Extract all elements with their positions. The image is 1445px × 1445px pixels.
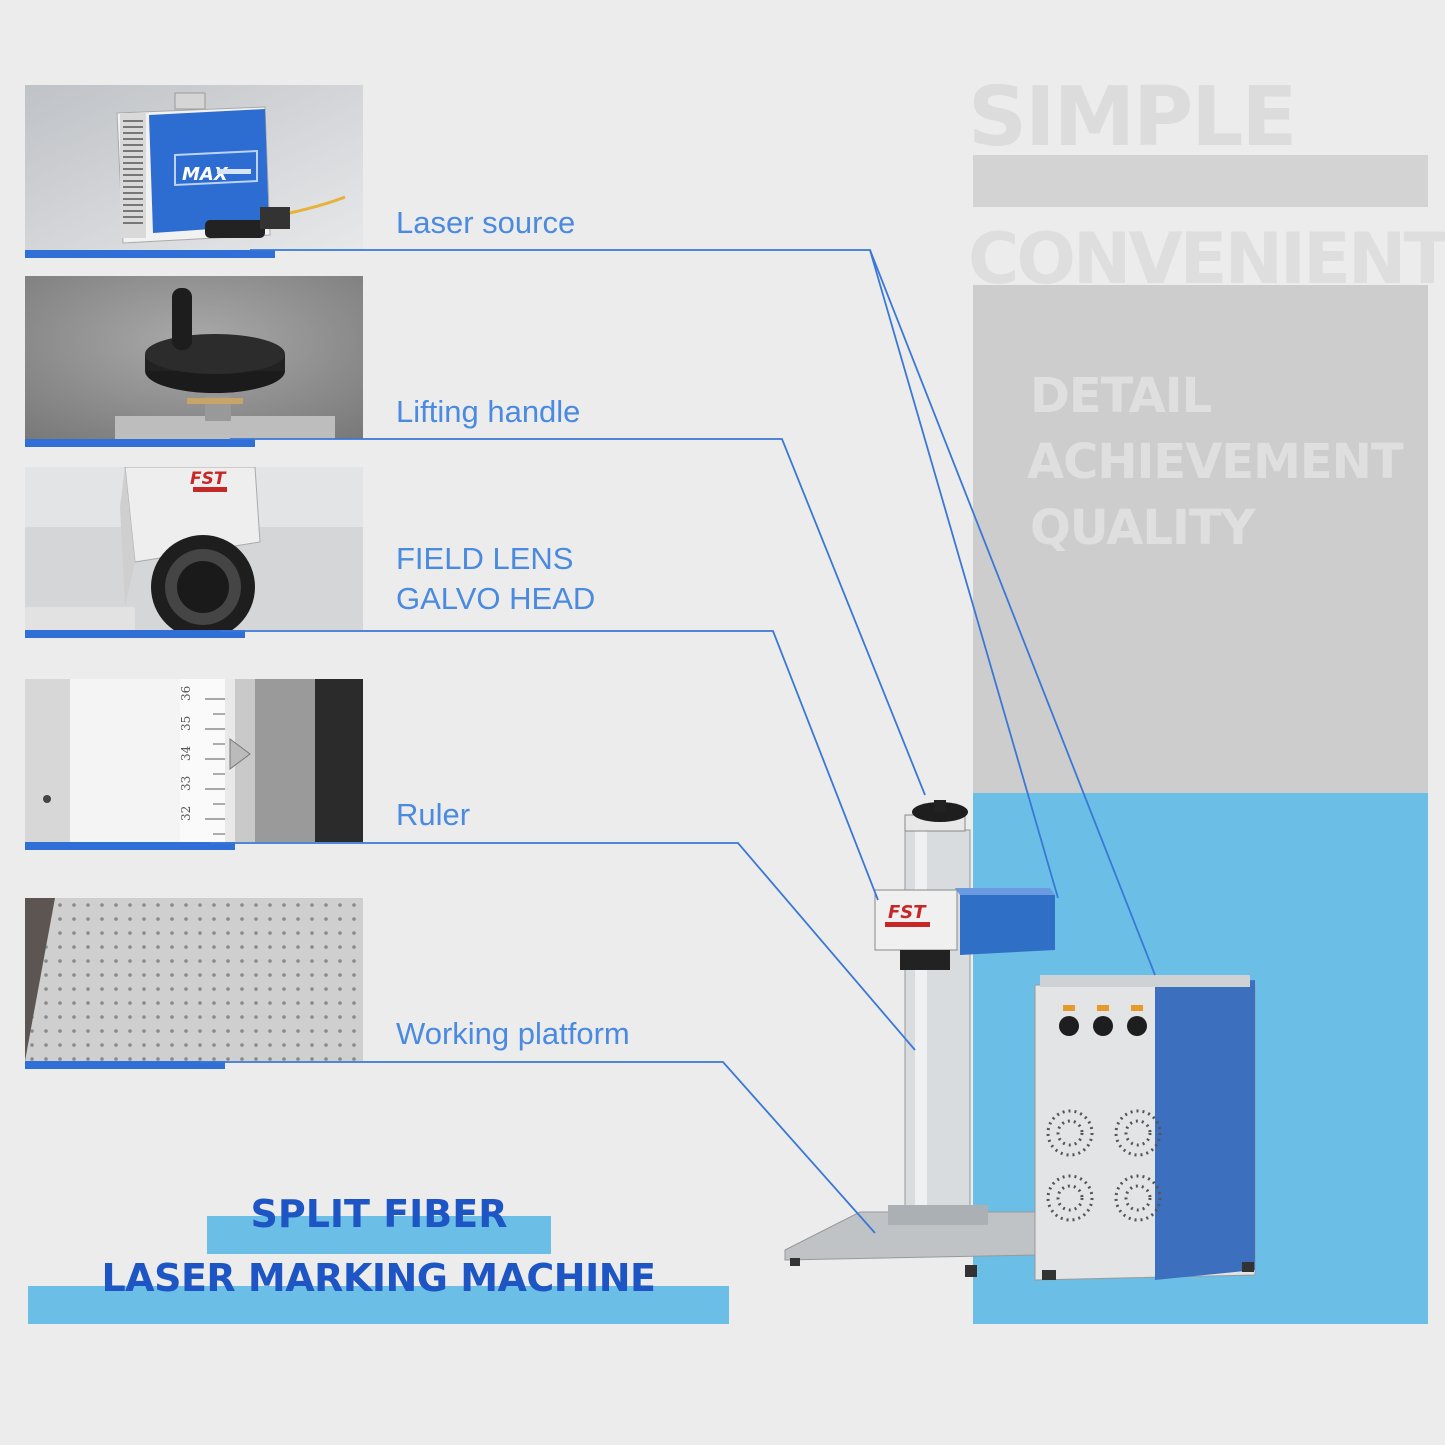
ruler-mark: 33: [179, 776, 193, 791]
label-working-platform: Working platform: [396, 1016, 630, 1051]
thumb-working-platform: [25, 898, 363, 1061]
thumb-underline: [25, 250, 275, 258]
word-achievement: ACHIEVEMENT: [1027, 434, 1404, 490]
thumb-laser-source: MAX: [25, 85, 363, 250]
decor-band-top: [973, 155, 1428, 207]
laser-machine-illustration: FST: [784, 800, 1256, 1281]
thumb-lifting-handle: [25, 276, 363, 439]
label-galvo-head: GALVO HEAD: [396, 581, 596, 616]
label-laser-source: Laser source: [396, 205, 576, 240]
thumb-underline: [25, 1061, 225, 1069]
thumb-galvo-head: FST: [25, 467, 363, 630]
word-convenient: CONVENIENT: [968, 218, 1445, 300]
thumb-underline: [25, 630, 245, 638]
label-lifting-handle: Lifting handle: [396, 394, 581, 429]
title-band: [28, 1286, 729, 1324]
head-brand-text: FST: [190, 469, 227, 489]
word-quality: QUALITY: [1030, 500, 1255, 556]
thumb-underline: [25, 439, 255, 447]
ruler-mark: 32: [179, 806, 193, 821]
word-detail: DETAIL: [1030, 368, 1212, 424]
thumb-ruler: 32 33 34 35 36: [25, 679, 363, 842]
machine-brand-text: FST: [888, 902, 927, 923]
title-line2: LASER MARKING MACHINE: [101, 1256, 656, 1300]
ruler-mark: 34: [179, 745, 193, 761]
label-ruler: Ruler: [396, 797, 471, 832]
ruler-mark: 36: [179, 686, 193, 701]
ruler-mark: 35: [179, 716, 193, 731]
thumb-underline: [25, 842, 235, 850]
decor-panel-gray: [973, 285, 1428, 793]
label-field-lens: FIELD LENS: [396, 541, 574, 576]
title-line1: SPLIT FIBER: [250, 1192, 508, 1236]
word-simple: SIMPLE: [968, 70, 1298, 165]
title-band: [207, 1216, 551, 1254]
